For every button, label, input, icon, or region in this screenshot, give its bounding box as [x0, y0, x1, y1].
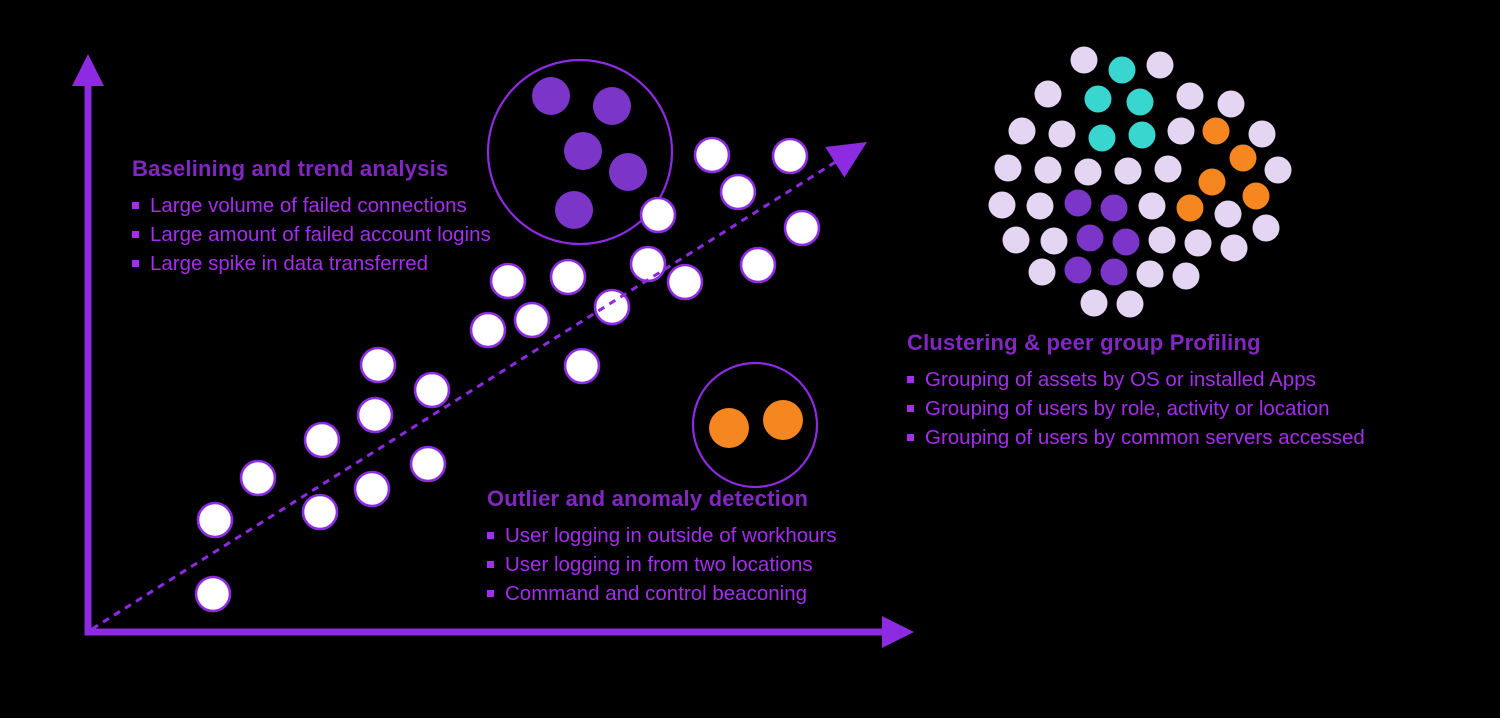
- x-axis-arrowhead: [882, 616, 914, 648]
- clustering-title: Clustering & peer group Profiling: [907, 330, 1261, 355]
- bullet-item: User logging in outside of workhours: [487, 521, 837, 550]
- bullet-square-icon: [132, 260, 139, 267]
- bullet-item: Large amount of failed account logins: [132, 220, 491, 249]
- bullet-item: Grouping of users by role, activity or l…: [907, 394, 1365, 423]
- bullet-text: User logging in outside of workhours: [505, 523, 837, 547]
- clustering-section: Clustering & peer group Profiling Groupi…: [907, 330, 1365, 452]
- trend-arrowhead: [825, 142, 867, 178]
- bullet-text: Grouping of users by role, activity or l…: [925, 396, 1330, 420]
- bullet-square-icon: [907, 434, 914, 441]
- bullet-text: Large spike in data transferred: [150, 251, 429, 275]
- bullet-item: Grouping of assets by OS or installed Ap…: [907, 365, 1365, 394]
- bullet-square-icon: [487, 532, 494, 539]
- bullet-square-icon: [907, 405, 914, 412]
- bullet-text: User logging in from two locations: [505, 552, 813, 576]
- bullet-text: Large amount of failed account logins: [150, 222, 491, 246]
- bullet-text: Grouping of users by common servers acce…: [925, 425, 1365, 449]
- bullet-square-icon: [487, 590, 494, 597]
- bullet-square-icon: [487, 561, 494, 568]
- bullet-text: Command and control beaconing: [505, 581, 807, 605]
- bullet-item: Grouping of users by common servers acce…: [907, 423, 1365, 452]
- bullet-square-icon: [132, 202, 139, 209]
- y-axis-arrowhead: [72, 54, 104, 86]
- outlier-section: Outlier and anomaly detection User loggi…: [487, 486, 837, 608]
- bullet-square-icon: [132, 231, 139, 238]
- bullet-item: Large volume of failed connections: [132, 191, 491, 220]
- baselining-section: Baselining and trend analysis Large volu…: [132, 156, 491, 278]
- bullet-text: Grouping of assets by OS or installed Ap…: [925, 367, 1316, 391]
- bullet-text: Large volume of failed connections: [150, 193, 467, 217]
- bullet-item: Command and control beaconing: [487, 579, 837, 608]
- outlier-title: Outlier and anomaly detection: [487, 486, 809, 511]
- bullet-item: Large spike in data transferred: [132, 249, 491, 278]
- bullet-item: User logging in from two locations: [487, 550, 837, 579]
- baselining-title: Baselining and trend analysis: [132, 156, 449, 181]
- bullet-square-icon: [907, 376, 914, 383]
